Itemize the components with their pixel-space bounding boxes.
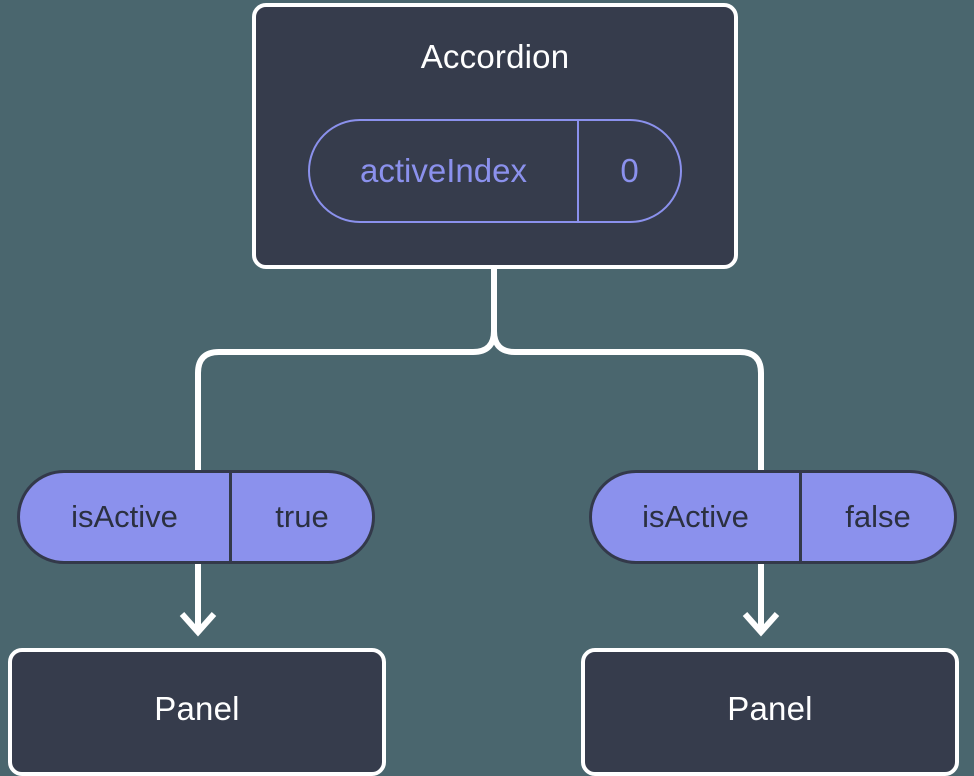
isactive-true-prop-pill[interactable]: isActive true: [17, 470, 375, 564]
activeindex-badge-key: activeIndex: [310, 121, 579, 221]
edge-trunk-split-right: [491, 328, 764, 473]
panel-right-title: Panel: [727, 690, 813, 727]
activeindex-badge-value: 0: [620, 152, 639, 189]
isactive-true-pill-value: true: [275, 499, 329, 534]
panel-right-node[interactable]: Panel: [581, 648, 959, 776]
isactive-true-pill-key: isActive: [20, 473, 232, 561]
panel-left-node[interactable]: Panel: [8, 648, 386, 776]
accordion-node-title: Accordion: [420, 38, 570, 75]
panel-left-title: Panel: [154, 690, 240, 727]
isactive-false-prop-pill[interactable]: isActive false: [589, 470, 957, 564]
isactive-false-pill-key: isActive: [592, 473, 802, 561]
activeindex-state-badge[interactable]: activeIndex 0: [308, 119, 682, 223]
edge-trunk-split: [195, 266, 497, 473]
isactive-false-pill-value: false: [845, 499, 911, 534]
right-arrowhead-icon: [742, 612, 780, 637]
left-arrowhead-icon: [179, 612, 217, 637]
